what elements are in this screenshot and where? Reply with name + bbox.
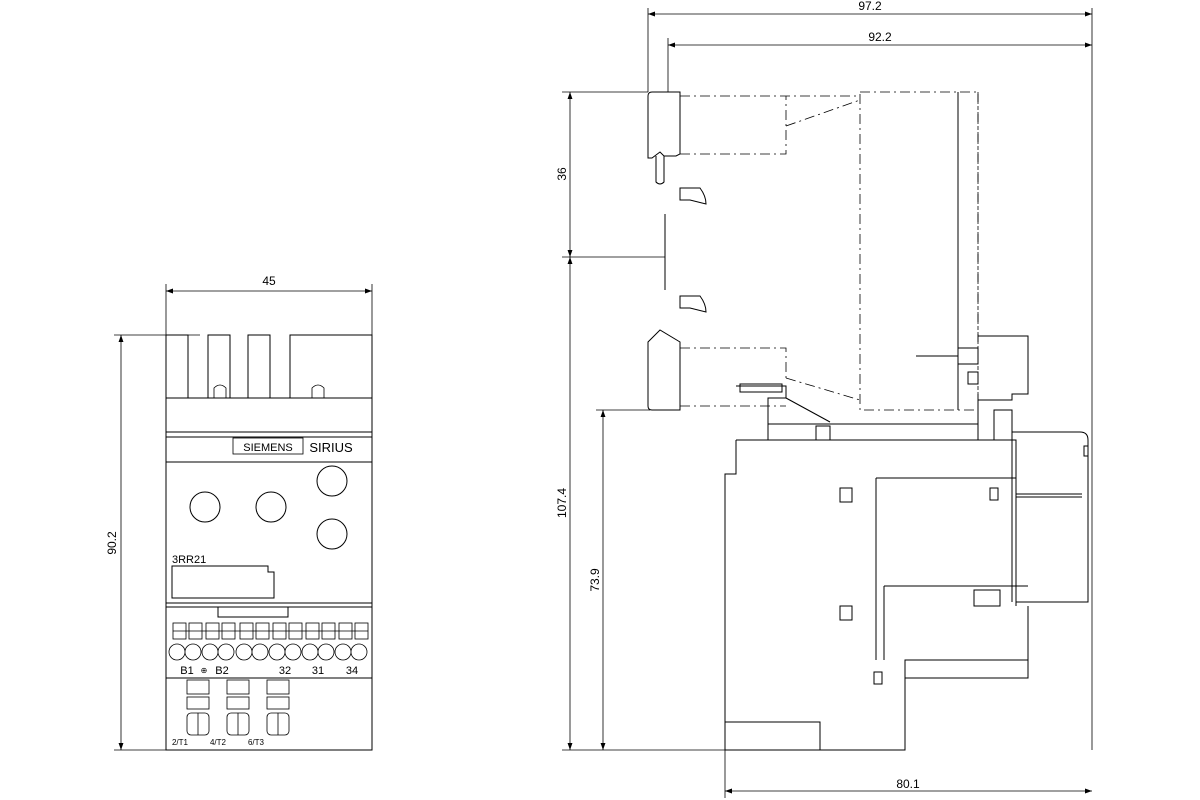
mounting-clips (679, 187, 707, 313)
dimension-base-depth: 80.1 (724, 680, 1092, 798)
clamp-row (168, 643, 368, 661)
dim-80-label: 80.1 (896, 777, 920, 791)
dimension-top-height: 36 (555, 91, 665, 258)
contactor-outline (647, 91, 979, 411)
screw-row (172, 622, 369, 640)
front-view: 45 90.2 SIEMENS SIRIUS 3RR2 (105, 274, 373, 751)
terminal-32: 32 (279, 665, 291, 677)
terminal-b2: B2 (215, 665, 228, 677)
dim-height-label: 90.2 (105, 531, 119, 555)
dimension-depth-inner: 92.2 (667, 30, 1092, 92)
dial-3 (316, 465, 348, 497)
dim-92-label: 92.2 (868, 30, 892, 44)
terminal-b1: B1 (180, 665, 193, 677)
relay-body (165, 397, 373, 751)
terminal-4t2: 4/T2 (210, 738, 227, 747)
relay-side-body (724, 383, 1089, 751)
dim-73-label: 73.9 (588, 568, 602, 592)
terminal-2t1: 2/T1 (172, 738, 189, 747)
dimension-total-height: 107.4 (555, 257, 725, 751)
top-terminals (165, 334, 373, 399)
terminal-6t3: 6/T3 (248, 738, 265, 747)
dim-97-label: 97.2 (858, 0, 882, 13)
terminal-34: 34 (346, 665, 358, 677)
dial-4 (316, 518, 348, 550)
dimension-width: 45 (165, 274, 373, 335)
connector-pin (916, 335, 1029, 401)
dial-2 (255, 491, 287, 523)
dim-107-label: 107.4 (555, 488, 569, 518)
dimension-lower-height: 73.9 (588, 409, 650, 750)
model-label: 3RR21 (172, 554, 206, 566)
lower-terminals (186, 679, 290, 736)
brand-box (232, 437, 304, 455)
dim-36-label: 36 (555, 167, 569, 181)
dimension-height: 90.2 (105, 334, 200, 751)
product-label: SIRIUS (309, 440, 353, 455)
brand-label: SIEMENS (243, 442, 293, 454)
label-window (171, 565, 275, 599)
side-view: 97.2 92.2 36 107.4 73.9 8 (555, 0, 1093, 798)
dimension-overall-depth: 97.2 (647, 0, 1093, 750)
terminal-symbol: ⊕ (201, 666, 208, 675)
dial-1 (189, 491, 221, 523)
terminal-31: 31 (312, 665, 324, 677)
dim-width-label: 45 (262, 274, 276, 288)
